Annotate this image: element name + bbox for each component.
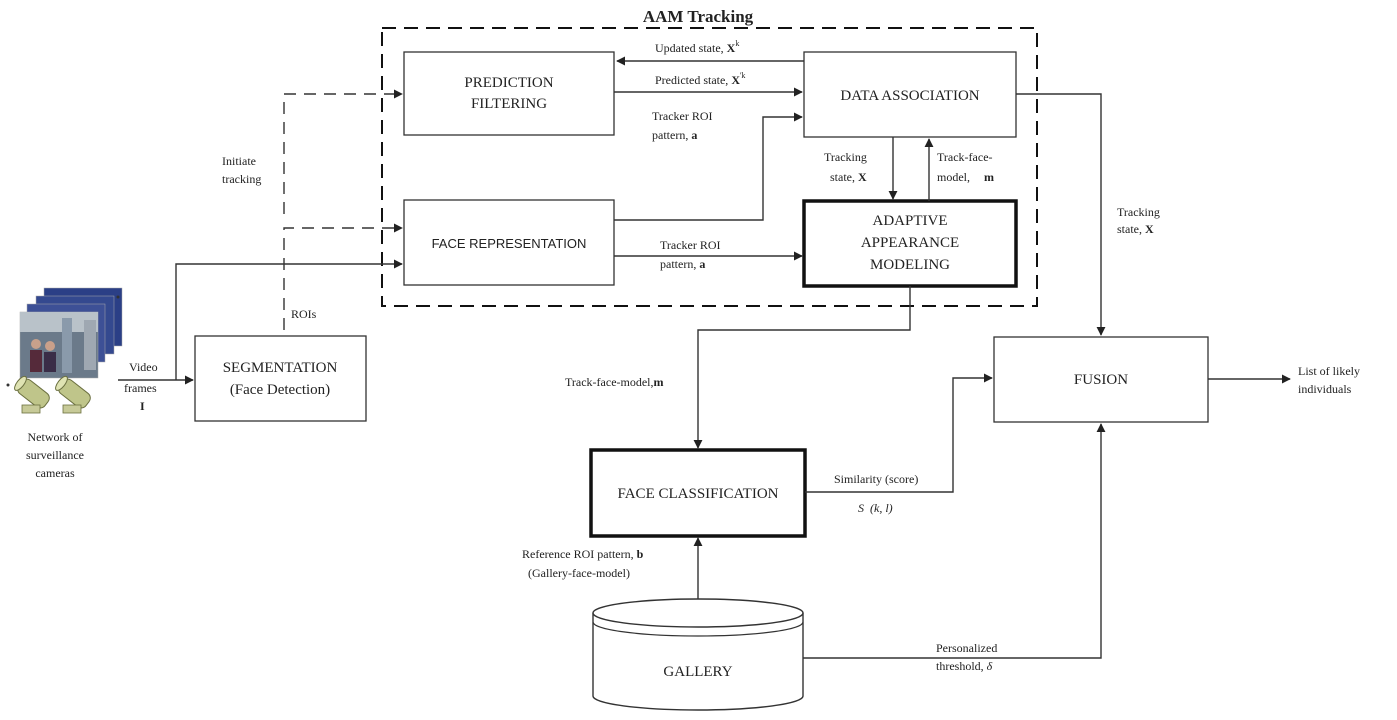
prediction-filtering-box — [403, 51, 615, 136]
output-label-1: List of likely — [1298, 364, 1360, 378]
aam-tracking-group — [381, 27, 1038, 307]
face-representation-box — [403, 199, 615, 286]
tracker-roi-upper-arrow — [614, 112, 803, 221]
rois-label: ROIs — [291, 307, 317, 321]
similarity-symbol: S(k, l) — [858, 501, 893, 515]
gallery-label: GALLERY — [663, 664, 732, 680]
surveillance-camera-icon — [55, 375, 91, 414]
predicted-state-label: Predicted state, X'k — [655, 71, 745, 87]
similarity-label: Similarity (score) — [834, 472, 918, 486]
data-assoc-to-fusion-arrow — [1016, 93, 1106, 336]
tracker-roi-mid-label-1: Tracker ROI — [660, 238, 721, 252]
gallery-database — [592, 598, 804, 711]
track-face-model-left-label: Track-face-model,m — [565, 375, 664, 389]
adaptive-label-3: MODELING — [870, 257, 950, 273]
similarity-to-fusion-arrow — [805, 373, 993, 493]
tracking-state-right-label-2: state, X — [1117, 222, 1154, 236]
prediction-filtering-label-2: FILTERING — [471, 96, 547, 112]
output-label-2: individuals — [1298, 382, 1352, 396]
updated-state-label: Updated state, Xk — [655, 39, 739, 55]
cameras-label-2: surveillance — [26, 448, 84, 462]
data-association-label: DATA ASSOCIATION — [840, 88, 979, 104]
face-classification-label: FACE CLASSIFICATION — [618, 486, 779, 502]
video-to-face-rep-arrow — [175, 259, 403, 380]
aam-tracking-title: AAM Tracking — [643, 7, 754, 26]
initiate-tracking-label-1: Initiate — [222, 154, 256, 168]
segmentation-label-2: (Face Detection) — [230, 382, 330, 398]
adaptive-label-2: APPEARANCE — [861, 235, 959, 251]
video-frames-symbol: I — [140, 399, 145, 413]
adaptive-label-1: ADAPTIVE — [873, 213, 948, 229]
cameras-label-1: Network of — [28, 430, 83, 444]
video-frames-label-2: frames — [124, 381, 157, 395]
personalized-threshold-label-1: Personalized — [936, 641, 997, 655]
tracker-roi-mid-label-2: pattern, a — [660, 257, 705, 271]
tracking-state-label-1: Tracking — [824, 150, 867, 164]
reference-roi-label-2: (Gallery-face-model) — [528, 566, 630, 580]
data-association-box — [803, 51, 1017, 138]
prediction-filtering-label-1: PREDICTION — [464, 75, 553, 91]
tracker-roi-top-label-2: pattern, a — [652, 128, 697, 142]
surveillance-camera-icon — [14, 375, 50, 414]
tracker-roi-top-label-1: Tracker ROI — [652, 109, 713, 123]
segmentation-box — [194, 335, 367, 422]
initiate-tracking-prediction-arrow — [283, 89, 403, 214]
face-classification-box — [589, 448, 807, 538]
gallery-to-fusion-arrow — [803, 423, 1106, 659]
reference-roi-label-1: Reference ROI pattern, b — [522, 547, 644, 561]
fusion-label: FUSION — [1074, 372, 1128, 388]
camera-frames-image — [6, 287, 123, 387]
track-face-model-label-1: Track-face- — [937, 150, 993, 164]
personalized-threshold-label-2: threshold, δ — [936, 659, 993, 673]
initiate-tracking-label-2: tracking — [222, 172, 261, 186]
tracking-state-right-label-1: Tracking — [1117, 205, 1160, 219]
adaptive-to-classification-arrow — [693, 286, 911, 449]
segmentation-label-1: SEGMENTATION — [223, 360, 338, 376]
tracking-state-label-2: state, X — [830, 170, 867, 184]
track-face-model-label-2: model,m — [937, 170, 994, 184]
video-frames-label-1: Video — [129, 360, 158, 374]
face-representation-label: FACE REPRESENTATION — [432, 236, 587, 251]
cameras-label-3: cameras — [35, 466, 75, 480]
initiate-tracking-face-rep-arrow — [283, 223, 403, 330]
